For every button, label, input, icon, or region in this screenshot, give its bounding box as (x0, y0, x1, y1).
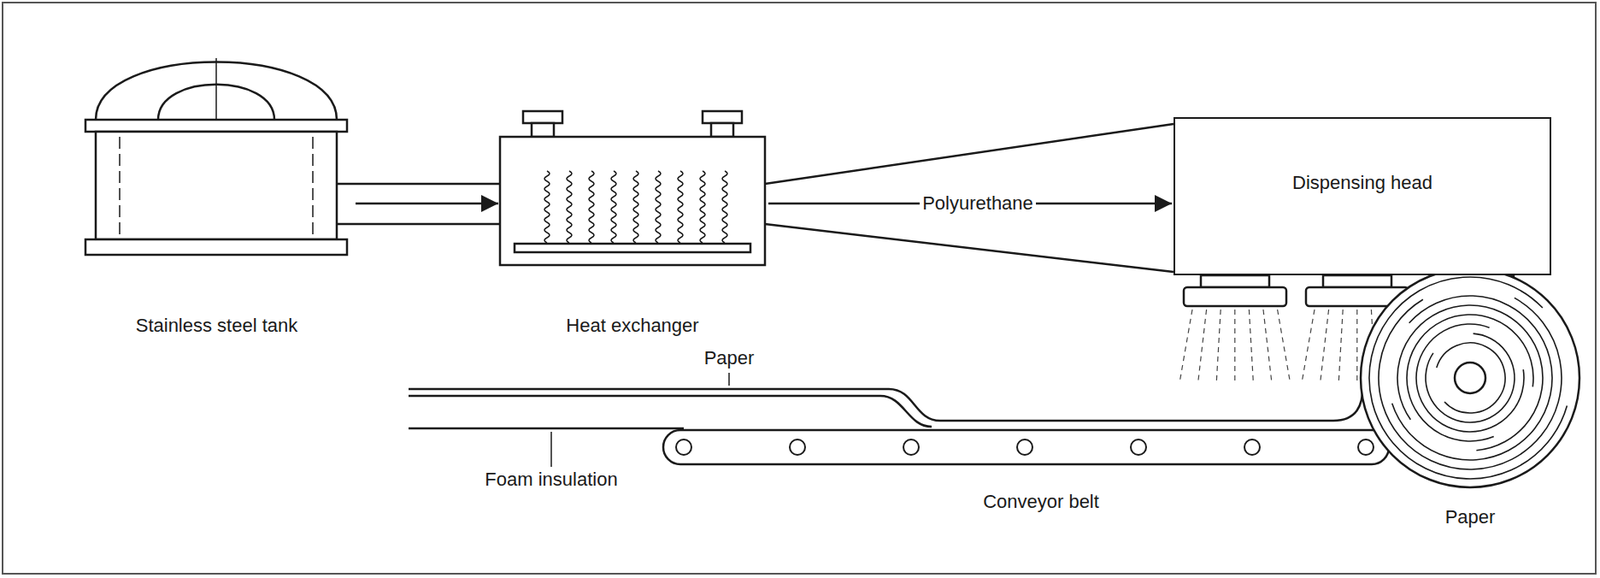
edge-label: Polyurethane (919, 192, 1036, 215)
part-label: Foam insulation (482, 468, 620, 491)
part-label: Paper (701, 347, 758, 370)
conveyor (663, 429, 1389, 465)
pipe (336, 183, 500, 224)
flow-arrow (355, 202, 499, 206)
tank-drawing (85, 58, 348, 255)
node-label: Stainless steel tank (135, 314, 299, 337)
paper-roll-node: Paper (1357, 266, 1583, 532)
paper-roll-drawing (1360, 268, 1580, 488)
node-label: Heat exchanger (565, 314, 699, 337)
tank-node: Stainless steel tank (81, 47, 353, 342)
heat-exchanger-drawing (500, 111, 765, 265)
part-label: Conveyor belt (980, 490, 1102, 513)
node-label: Paper (1445, 505, 1496, 529)
node-label: Dispensing head (1292, 171, 1433, 195)
dispensing-head-box: Dispensing head (1173, 117, 1552, 276)
funnel-pipe (764, 123, 1174, 272)
sheet-lines (408, 380, 1363, 429)
leader-lines (551, 372, 730, 467)
heat-exchanger-node: Heat exchanger (500, 106, 765, 342)
